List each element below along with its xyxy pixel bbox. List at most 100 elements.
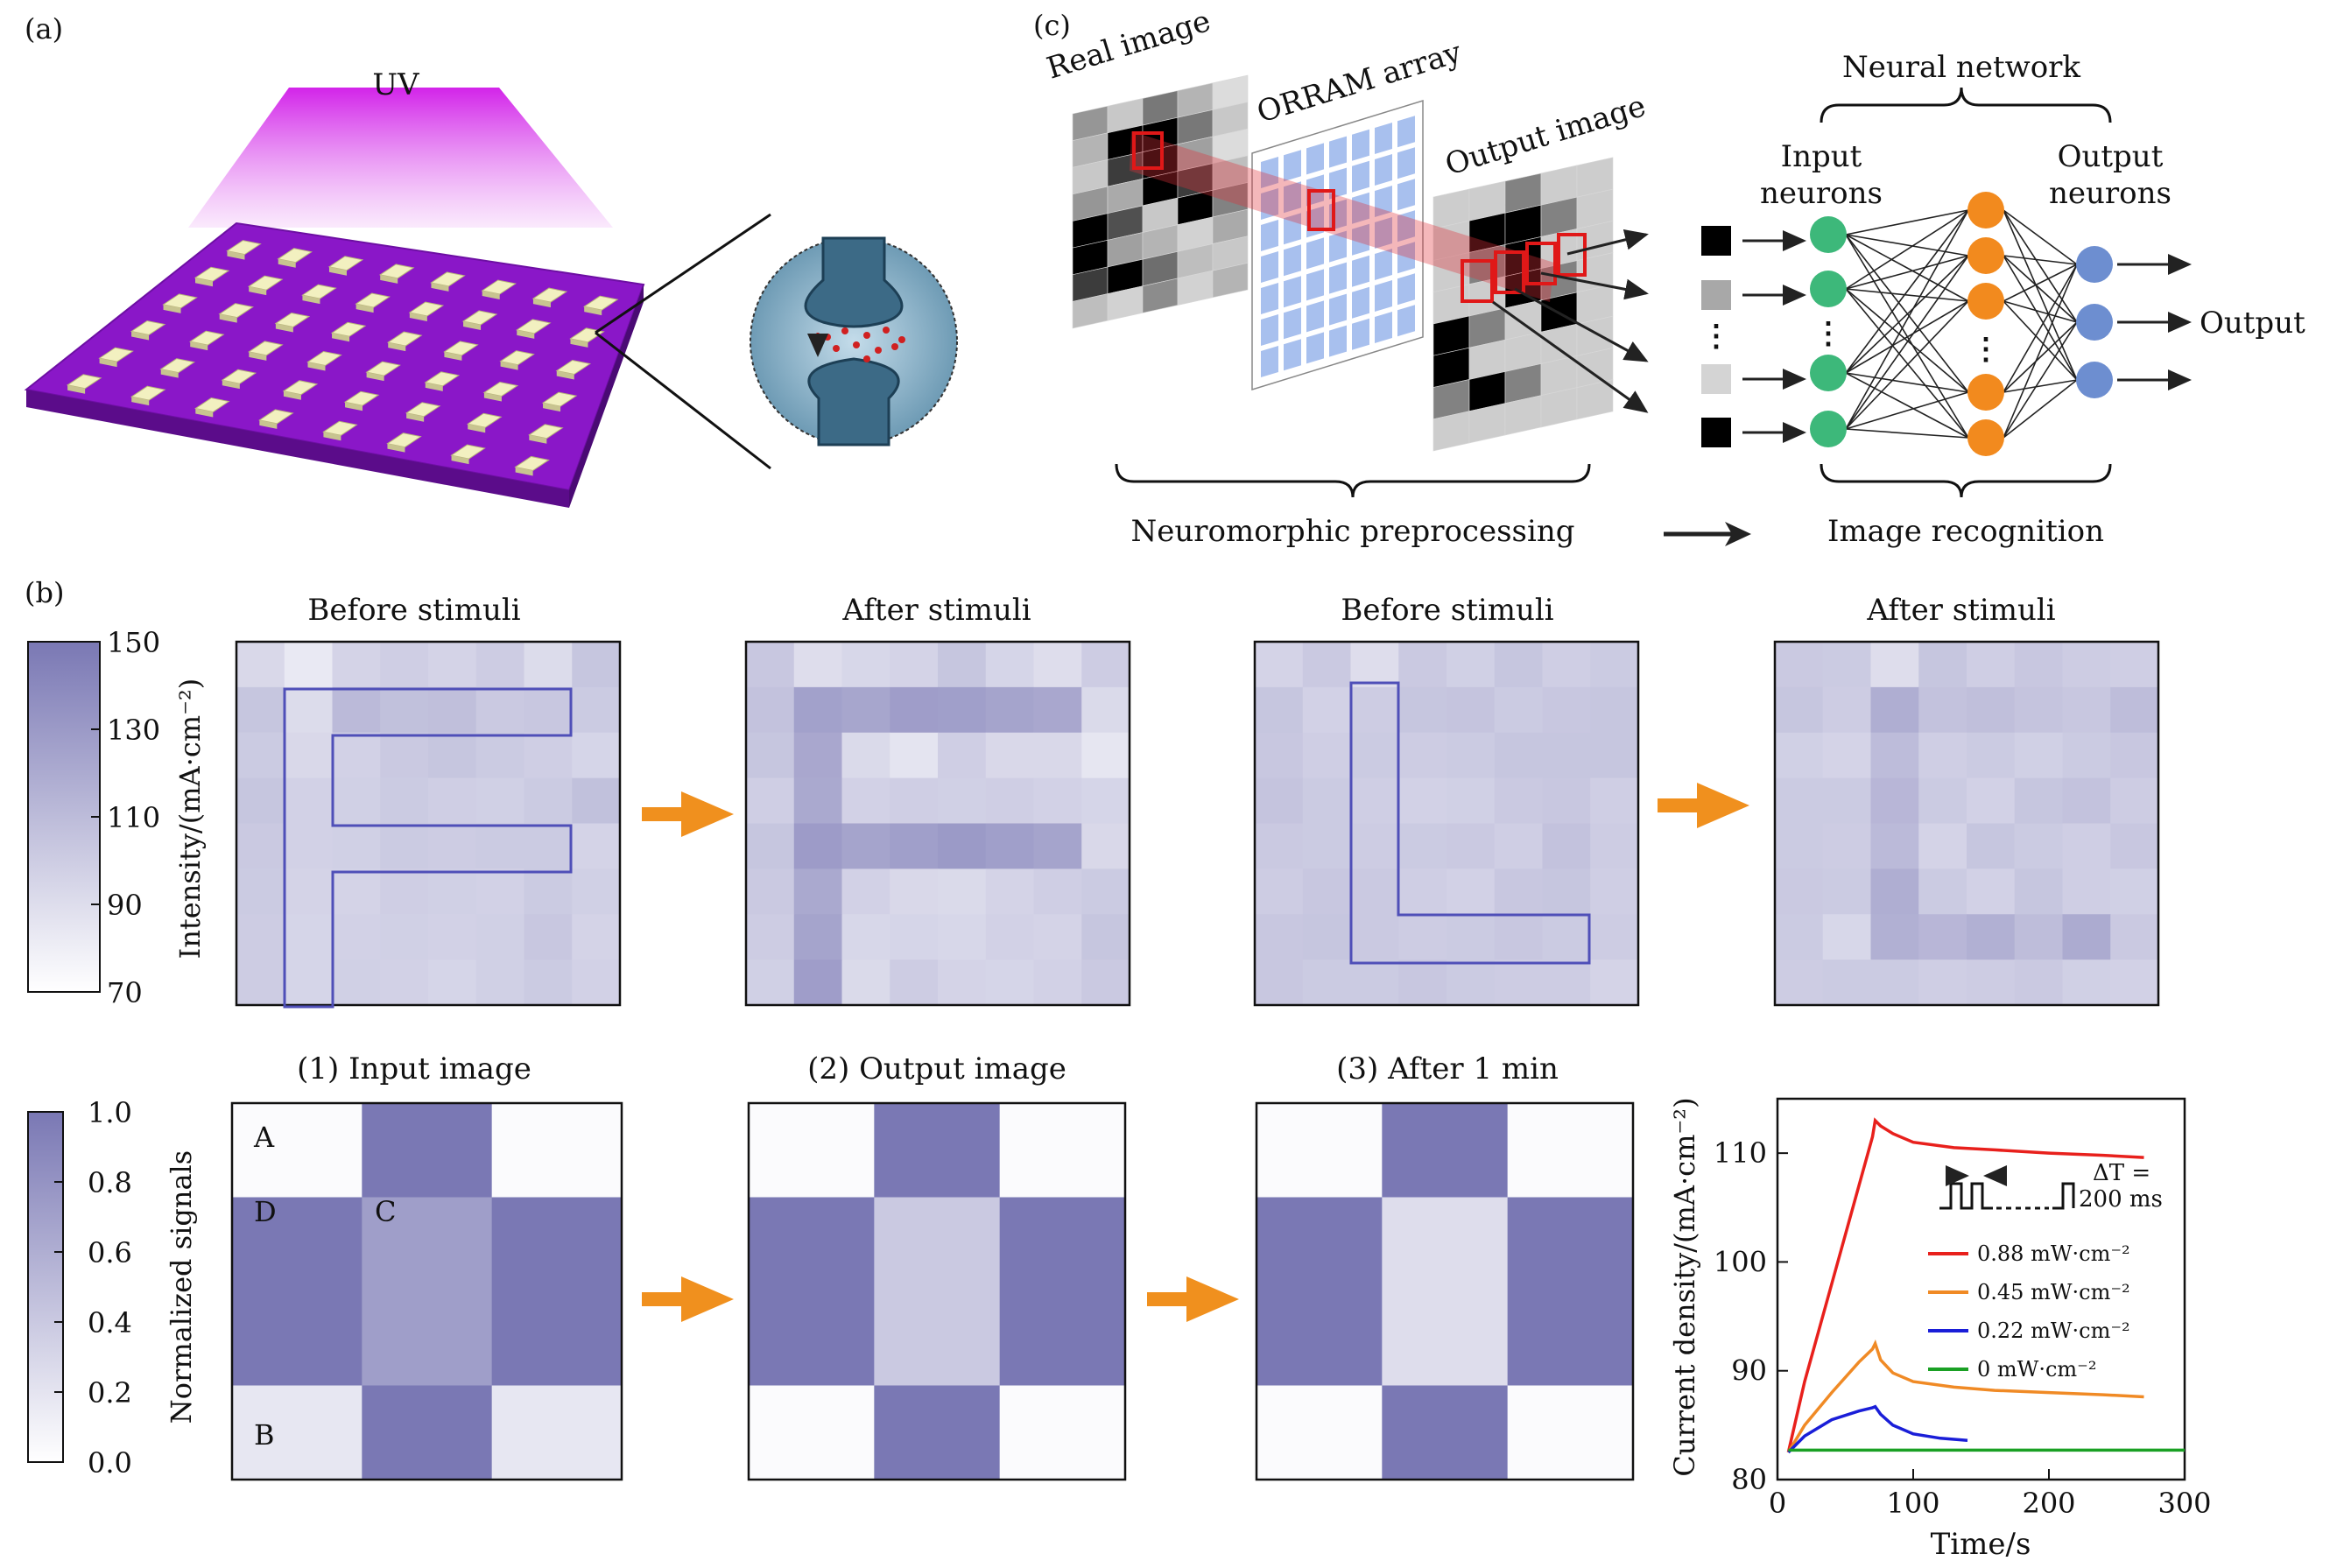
hidden-neuron (1967, 237, 2004, 274)
f-after-cell (841, 642, 890, 688)
chart-frame (1776, 1097, 2186, 1481)
output-cell (749, 1291, 875, 1386)
l-after-cell (1918, 777, 1967, 824)
orram-cell (1284, 181, 1301, 214)
postsynaptic-terminal (807, 357, 900, 446)
hidden-neuron (1967, 192, 2004, 229)
after-frame (1255, 1101, 1635, 1481)
l-before-cell (1542, 823, 1591, 869)
l-before-cell (1542, 642, 1591, 688)
heatmap-output (747, 1101, 1127, 1481)
connection (1845, 209, 1969, 290)
l-before-cell (1590, 642, 1639, 688)
output-image-label: Output image (1441, 88, 1650, 182)
orram-cell (1306, 332, 1324, 364)
f-after-cell (793, 914, 842, 960)
after-cell (1256, 1197, 1383, 1292)
pixel-arrows (1492, 229, 1649, 413)
output-neuron (2076, 362, 2113, 398)
x-tick-label: 100 (1886, 1487, 1939, 1520)
panel-c-label: (c) (1033, 9, 1071, 42)
after-cell (1382, 1291, 1509, 1386)
f-before-cell (475, 777, 524, 824)
l-before-cell (1447, 732, 1496, 779)
f-before-cell (236, 686, 285, 734)
connection (2003, 209, 2078, 323)
l-before-cell (1590, 823, 1639, 869)
l-after-cell (2062, 868, 2111, 915)
network-brace (1820, 87, 2112, 123)
l-after-cell (1967, 777, 2016, 824)
f-after-cell (1081, 642, 1130, 688)
l-after-cell (2110, 642, 2159, 688)
connection (2003, 255, 2078, 381)
heatmap-input (230, 1101, 623, 1481)
f-before-cell (428, 686, 477, 734)
f-after-cell (938, 732, 987, 779)
f-after-cell (1033, 823, 1082, 869)
f-after-cell (793, 823, 842, 869)
l-before-cell (1255, 777, 1304, 824)
l-before-cell (1494, 686, 1543, 734)
orram-cell (1329, 325, 1347, 357)
l-after-cell (1870, 960, 1919, 1006)
l-before-cell (1302, 732, 1351, 779)
orram-cell (1375, 249, 1392, 280)
orange-arrows-row2 (642, 1276, 1239, 1322)
l-after-cell (1822, 960, 1871, 1006)
f-after-cell (793, 642, 842, 688)
orram-cell (1352, 192, 1369, 224)
f-before-cell (572, 914, 621, 960)
l-after-cell (2014, 914, 2063, 960)
l-before-cell (1255, 868, 1304, 915)
cb1-tick-150: 150 (107, 626, 160, 659)
synapse-zoom (595, 213, 958, 470)
l-before-cell (1447, 914, 1496, 960)
f-after-cell (938, 777, 987, 824)
connection (1845, 372, 1969, 393)
f-before-cell (475, 686, 524, 734)
after-cell (1382, 1385, 1509, 1480)
heatmap-l-before (1253, 640, 1640, 1007)
f-before-cell (524, 777, 573, 824)
f-before-cell (332, 732, 381, 779)
cb1-tick-90: 90 (107, 889, 143, 922)
l-after-cell (1870, 777, 1919, 824)
orram-cell (1375, 186, 1392, 217)
orram-cell (1397, 273, 1415, 306)
f-after-cell (938, 960, 987, 1006)
f-after-cell (746, 777, 795, 824)
uv-beam (188, 88, 613, 228)
normalized-colorbar: 1.0 0.8 0.6 0.4 0.2 0.0 Normalized signa… (27, 1096, 198, 1480)
l-before-cell (1542, 960, 1591, 1006)
l-after-cell (1918, 642, 1967, 688)
legend-label: 0.22 mW·cm⁻² (1977, 1318, 2130, 1343)
real-image (1072, 74, 1249, 329)
l-before-cell (1590, 777, 1639, 824)
l-before-cell (1447, 868, 1496, 915)
projection-beam (1130, 131, 1554, 302)
f-after-cell (1081, 914, 1130, 960)
heatmap-f-after (744, 640, 1131, 1007)
connection (2003, 321, 2078, 439)
title-f-after: After stimuli (841, 593, 1031, 628)
l-before-cell (1350, 823, 1399, 869)
panel-a-label: (a) (25, 12, 63, 46)
f-after-cell (1081, 823, 1130, 869)
connection (2003, 209, 2078, 381)
connection (1845, 255, 1969, 430)
l-before-cell (1494, 868, 1543, 915)
substrate-front (26, 390, 569, 508)
input-cell (232, 1103, 363, 1198)
l-after-cell (1822, 777, 1871, 824)
l-after-cell (1918, 686, 1967, 734)
output-cell (874, 1197, 1001, 1292)
y-tick-label: 110 (1714, 1136, 1767, 1170)
f-before-cell (380, 732, 429, 779)
l-after-cell (2014, 823, 2063, 869)
f-after-cell (841, 777, 890, 824)
output-neuron (2076, 304, 2113, 341)
connection (1845, 288, 1969, 302)
